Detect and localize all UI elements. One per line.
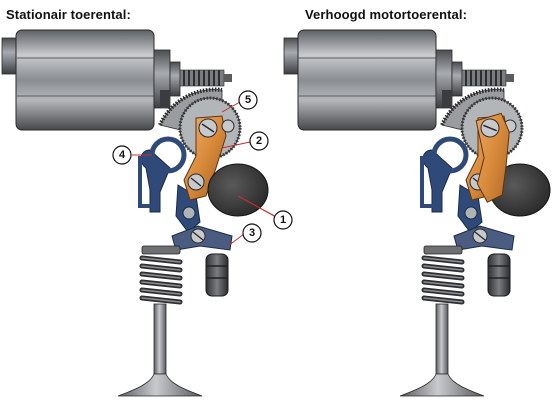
callout-5: 5 <box>238 90 258 110</box>
title-raised-engine-speed: Verhoogd motortoerental: <box>305 7 468 22</box>
callout-2-label: 2 <box>256 135 262 147</box>
mechanism-idle <box>2 30 268 396</box>
callout-1-label: 1 <box>280 214 286 226</box>
callout-4-label: 4 <box>119 149 126 161</box>
callout-3-label: 3 <box>249 227 255 239</box>
callout-1: 1 <box>273 210 293 230</box>
callout-4: 4 <box>112 145 132 165</box>
callout-5-label: 5 <box>245 94 251 106</box>
callout-3: 3 <box>242 223 262 243</box>
mechanism-raised-speed <box>284 30 550 396</box>
callout-2: 2 <box>249 131 269 151</box>
title-idle-speed: Stationair toerental: <box>6 7 131 22</box>
